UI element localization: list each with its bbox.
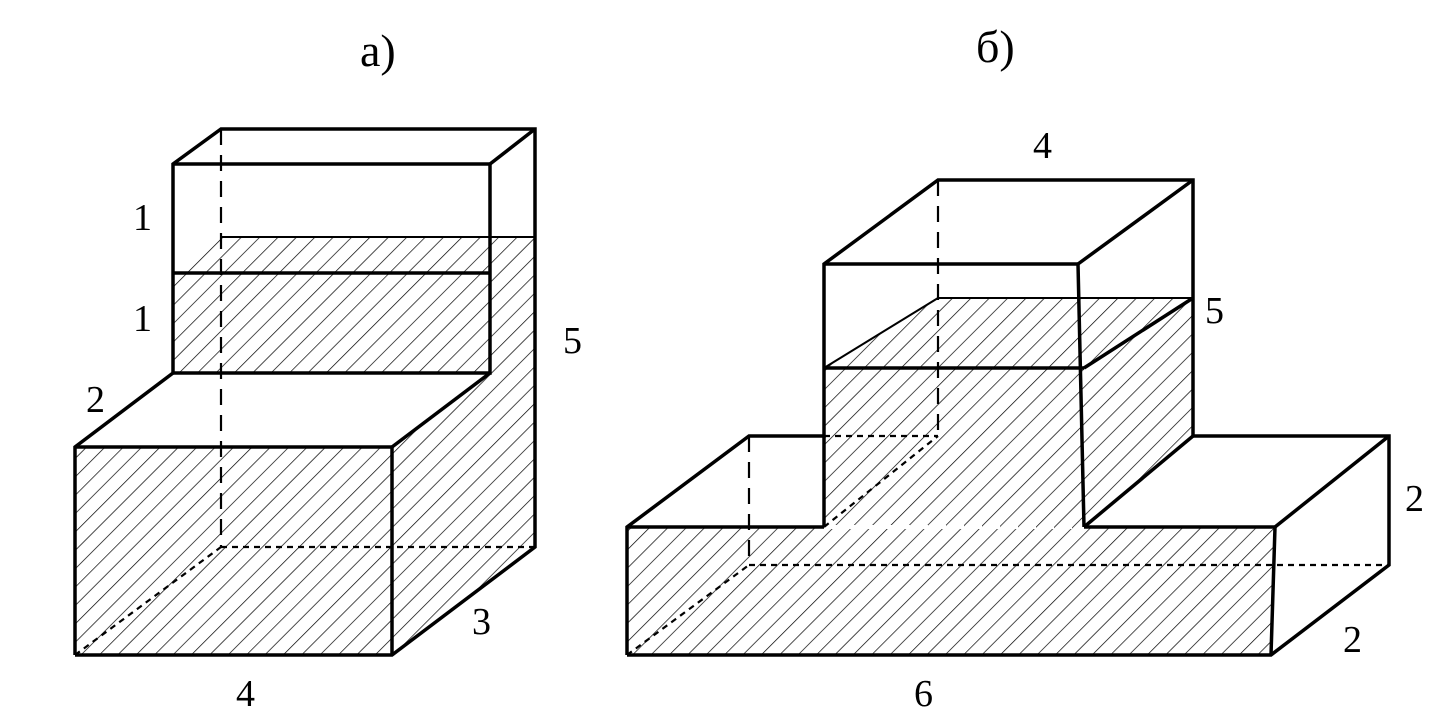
caption-b: б) <box>976 21 1015 72</box>
label-depth-a: 3 <box>472 601 491 643</box>
caption-a: а) <box>360 25 396 76</box>
label-water-height-b: 5 <box>1205 290 1224 332</box>
water-line-right-b <box>1083 296 1194 370</box>
hidden-edge-side-bottom-b <box>626 564 750 656</box>
water-surface-b <box>824 298 1193 368</box>
outline-a <box>73 127 537 657</box>
solid-a <box>73 127 537 657</box>
hidden-edge-side-bottom-a <box>74 546 222 656</box>
label-total-height-a: 5 <box>563 320 582 362</box>
label-top-height-a: 1 <box>133 197 152 239</box>
water-front-lower-a <box>75 447 392 655</box>
water-side-a <box>392 237 535 655</box>
water-front-upper-a <box>173 273 490 373</box>
column-base-joint-b <box>1082 434 1195 529</box>
water-column-side-b <box>1084 298 1193 527</box>
label-side-height-b: 2 <box>1405 478 1424 520</box>
outline-b <box>625 178 1391 657</box>
step-diag-a <box>390 371 492 449</box>
label-side-depth-b: 2 <box>1343 619 1362 661</box>
label-step-width-a: 2 <box>86 379 105 421</box>
top-diag-a <box>488 127 537 166</box>
hidden-edge-diag-b <box>823 435 939 528</box>
base-right-diag-b <box>1273 434 1391 529</box>
front-upper-a <box>173 162 492 375</box>
label-base-width-a: 4 <box>236 673 255 715</box>
water-surface-a <box>173 237 535 273</box>
water-column-front-b <box>824 368 1084 527</box>
water-line-left-b <box>823 297 939 369</box>
label-water-height-a: 1 <box>133 298 152 340</box>
solid-b <box>625 178 1391 657</box>
label-base-length-b: 6 <box>914 673 933 715</box>
water-base-front-b <box>627 527 1275 655</box>
label-top-width-b: 4 <box>1033 125 1052 167</box>
column-top-diag-b <box>1076 178 1195 266</box>
